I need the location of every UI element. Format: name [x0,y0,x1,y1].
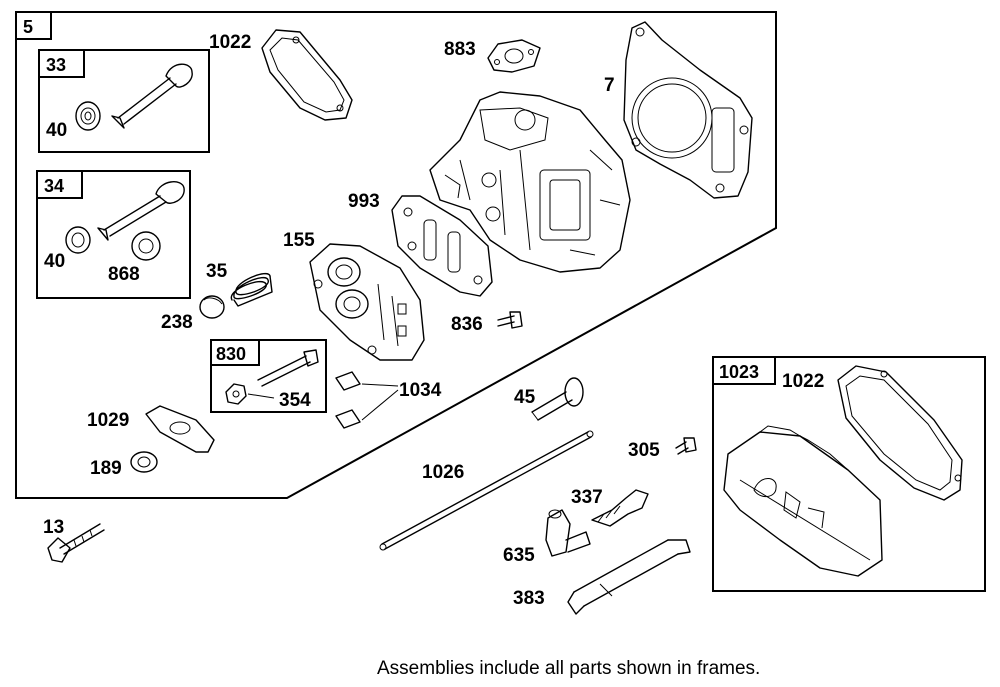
label-rotator-868: 868 [108,264,140,285]
frame-label-34: 34 [44,176,64,196]
frame-valve-cover [712,356,986,592]
fitting-635-drawing [545,509,591,557]
frame-label-33: 33 [46,55,66,75]
frame-label-box-34 [36,170,83,199]
frame-label-5: 5 [23,17,33,37]
label-screw-836: 836 [451,314,483,335]
tappet-drawing [531,377,584,421]
label-nut-189: 189 [90,458,122,479]
label-plug-238: 238 [161,312,193,333]
label-cover-gasket-inner: 1022 [782,371,824,392]
intake-valve-drawing [75,63,193,131]
frame-label-box-830 [210,339,260,366]
label-gasket-883: 883 [444,39,476,60]
cover-gasket-inner-drawing [837,365,963,501]
label-bolt-13: 13 [43,517,64,538]
gasket-883-drawing [487,39,541,73]
label-cover-gasket-top: 1022 [209,32,251,53]
clip-1034-drawing [335,371,399,429]
footer-note: Assemblies include all parts shown in fr… [377,658,760,679]
frame-label-box-33 [38,49,85,78]
cover-gasket-drawing [261,29,353,121]
bolt-13-drawing [47,523,105,563]
label-fitting-635: 635 [503,545,535,566]
plate-155-drawing [309,243,425,361]
pushrod-drawing [379,430,594,551]
screw-836-drawing [497,311,523,329]
plug-238-drawing [199,295,225,319]
head-gasket-drawing [623,21,753,199]
rocker-arm-drawing [145,405,215,453]
nut-189-drawing [130,451,158,473]
valve-spring-drawing [230,273,273,307]
frame-label-box-5 [15,11,52,40]
spark-plug-drawing [591,489,649,527]
label-spark-plug-337: 337 [571,487,603,508]
exhaust-valve-drawing [65,181,185,261]
valve-cover-drawing [723,425,883,577]
label-head-gasket: 7 [604,75,615,96]
frame-label-830: 830 [216,344,246,364]
frame-label-box-1023 [712,356,776,385]
tool-383-drawing [567,539,691,615]
gasket-993-drawing [391,195,493,297]
screw-305-drawing [675,437,697,455]
label-nut-354: 354 [279,390,311,411]
label-gasket-993: 993 [348,191,380,212]
label-plate-155: 155 [283,230,315,251]
frame-breather [210,339,327,413]
frame-cylinder-head [15,11,777,499]
label-tappet-45: 45 [514,387,536,408]
label-spring-35: 35 [206,261,228,282]
cylinder-head-drawing [429,91,631,273]
label-clip-1034: 1034 [399,380,442,401]
breather-drawing [225,349,319,405]
frame-exhaust-valve [36,170,191,299]
label-pushrod-1026: 1026 [422,462,464,483]
label-rocker-1029: 1029 [87,410,129,431]
label-tool-383: 383 [513,588,545,609]
label-retainer-40a: 40 [46,120,67,141]
label-screw-305: 305 [628,440,660,461]
frame-intake-valve [38,49,210,153]
label-retainer-40b: 40 [44,251,65,272]
frame-label-1023: 1023 [719,362,759,382]
